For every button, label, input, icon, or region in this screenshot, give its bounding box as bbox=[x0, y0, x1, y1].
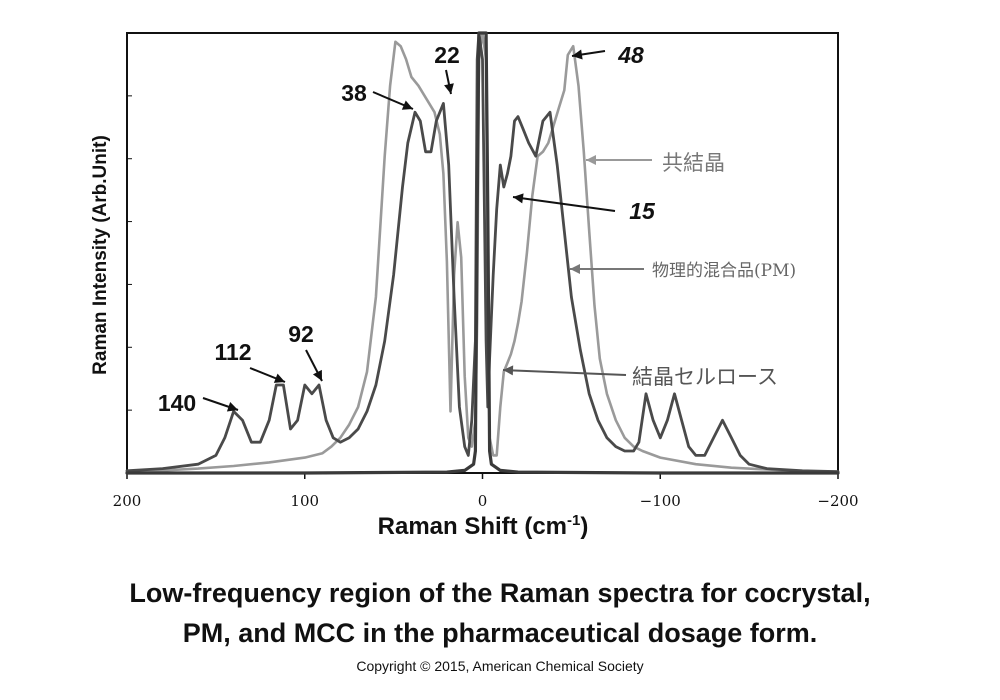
peak-label-140: 140 bbox=[158, 390, 196, 416]
x-tick-label: 200 bbox=[113, 492, 142, 510]
annotation-arrowhead bbox=[513, 193, 524, 204]
annotation-arrowhead bbox=[444, 83, 454, 94]
x-tick-label: −100 bbox=[640, 492, 681, 510]
peak-label-22: 22 bbox=[434, 42, 460, 68]
x-axis-label-main: Raman Shift (cm bbox=[378, 513, 567, 540]
copyright-notice: Copyright © 2015, American Chemical Soci… bbox=[356, 658, 644, 674]
figure-caption-line-2: PM, and MCC in the pharmaceutical dosage… bbox=[182, 618, 818, 648]
x-tick-label: 100 bbox=[290, 492, 319, 510]
series-line bbox=[125, 31, 840, 475]
series-line bbox=[125, 31, 840, 474]
x-tick-label: 0 bbox=[478, 492, 488, 510]
figure-caption-line-1: Low-frequency region of the Raman spectr… bbox=[129, 578, 871, 608]
raman-chart: 200 100 0 −100 −200 140 112 92 38 22 15 48 共結晶物理的混合… bbox=[90, 31, 859, 540]
annotation-arrowhead bbox=[503, 365, 514, 376]
annotation-arrowhead bbox=[570, 264, 580, 274]
series-label-1: 物理的混合品(PM) bbox=[652, 261, 796, 281]
series-label-2: 結晶セルロース bbox=[632, 365, 778, 389]
annotation-arrowhead bbox=[273, 373, 285, 383]
peak-label-15: 15 bbox=[629, 198, 656, 224]
x-axis-label-sup: -1 bbox=[567, 512, 580, 529]
peak-label-92: 92 bbox=[288, 321, 314, 347]
annotation-arrowhead bbox=[401, 100, 413, 110]
x-axis-label-tail: ) bbox=[580, 513, 588, 540]
y-axis-label: Raman Intensity (Arb.Unit) bbox=[90, 135, 111, 375]
x-tick-label: −200 bbox=[817, 492, 858, 510]
plot-area: 200 100 0 −100 −200 bbox=[113, 31, 859, 510]
peak-label-112: 112 bbox=[214, 339, 251, 365]
annotation-arrow bbox=[512, 196, 616, 212]
peak-label-48: 48 bbox=[617, 42, 644, 68]
x-axis-label: Raman Shift (cm-1) bbox=[378, 512, 589, 540]
annotation-arrowhead bbox=[226, 402, 238, 412]
annotation-arrowhead bbox=[312, 369, 322, 381]
annotation-arrow bbox=[502, 369, 627, 376]
peak-label-38: 38 bbox=[341, 80, 367, 106]
annotation-arrowhead bbox=[586, 155, 596, 165]
annotation-arrowhead bbox=[572, 49, 583, 60]
series-label-0: 共結晶 bbox=[662, 151, 725, 175]
